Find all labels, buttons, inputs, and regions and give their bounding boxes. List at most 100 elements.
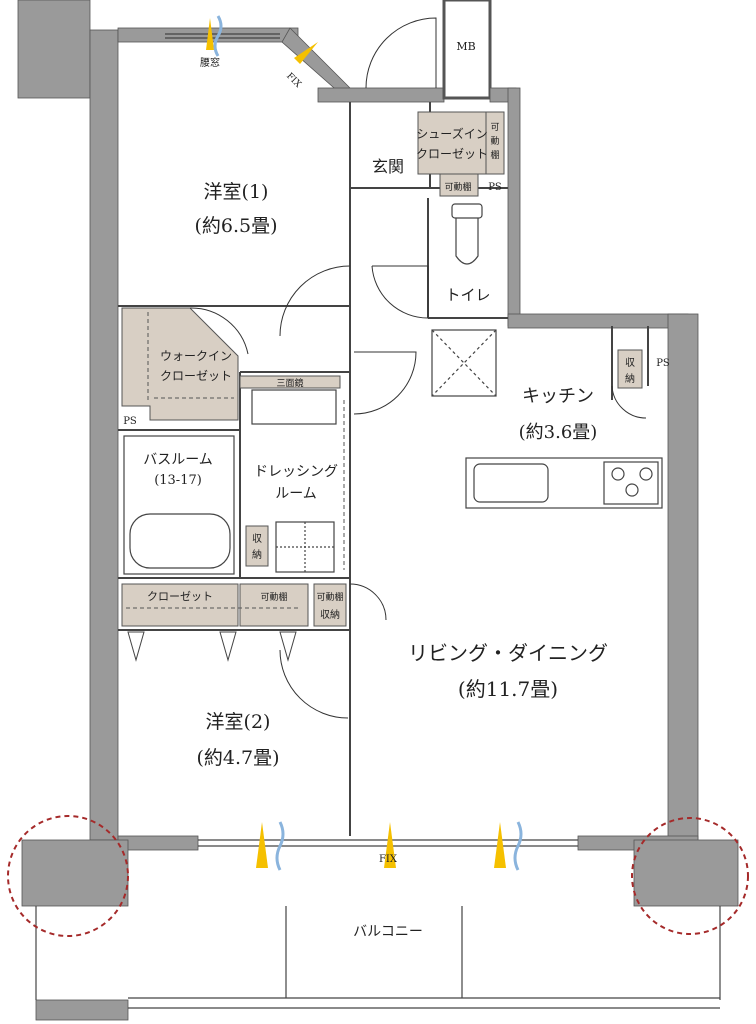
toilet-bowl — [455, 218, 479, 265]
storage-door — [349, 583, 387, 621]
room-kitchen-size: (約3.6畳) — [519, 422, 598, 443]
bathtub-icon — [129, 513, 231, 569]
light-icon-3 — [256, 822, 268, 868]
top-left-column — [17, 0, 91, 99]
storage-dressing — [245, 525, 269, 567]
shoes-closet-area — [417, 111, 487, 175]
fix-label-north: FIX — [284, 71, 303, 90]
sanmenkyo-label: 三面鏡 — [276, 377, 303, 389]
kitchen-counter — [465, 457, 663, 509]
kadou-v2-label: 動 — [490, 136, 499, 147]
bottom-wall-left — [117, 835, 199, 851]
storage-small-area — [313, 583, 347, 627]
room-western2-name: 洋室(2) — [206, 711, 271, 733]
bath-area — [123, 435, 235, 575]
shoes-label-line1: シューズイン — [416, 126, 487, 141]
shuno-label-dressing: 収納 — [320, 608, 340, 621]
kadoudana-label-2: 可動棚 — [316, 591, 343, 603]
room-western2-size: (約4.7畳) — [196, 747, 279, 769]
kadoudana-label-3: 可動棚 — [444, 181, 471, 193]
left-wall — [89, 29, 119, 841]
room-western1-name: 洋室(1) — [204, 181, 269, 203]
fix-label-south: FIX — [379, 854, 398, 865]
closet-area — [121, 583, 239, 627]
mb-label: MB — [456, 40, 475, 53]
mirror-cabinet — [239, 375, 341, 389]
kitchen-top-wall — [507, 313, 689, 329]
walkin-door — [189, 307, 249, 355]
wind-icon-1 — [213, 15, 223, 57]
storage-kitchen — [617, 349, 643, 389]
shuno-v1-kitchen: 収 — [625, 357, 635, 369]
room-entrance-name: 玄関 — [372, 157, 404, 176]
room1-door — [279, 265, 351, 337]
stove-burner-icon — [625, 483, 639, 497]
room-bath-name: バスルーム — [143, 452, 213, 468]
stove-burner-icon — [639, 467, 653, 481]
light-icon-1 — [206, 18, 214, 50]
right-wall-upper — [507, 87, 521, 327]
shoes-label-line2: クローゼット — [416, 147, 488, 161]
stove-area — [603, 461, 659, 505]
entrance-door — [365, 17, 437, 89]
closet-label: クローゼット — [147, 590, 213, 603]
top-wall-entrance — [317, 87, 445, 103]
room-dressing-line1: ドレッシング — [254, 464, 338, 480]
light-icon-2 — [294, 42, 318, 64]
shuno-v2-kitchen: 納 — [625, 372, 635, 385]
walls — [17, 0, 739, 1021]
highlight-circle-right — [631, 817, 749, 935]
walkin-closet-area — [121, 307, 239, 421]
koshimado-label: 腰窓 — [200, 56, 220, 69]
room-kitchen-name: キッチン — [522, 386, 594, 407]
column-highlights — [7, 815, 749, 937]
kitchen-sink-icon — [473, 463, 549, 503]
toilet-door — [371, 265, 429, 319]
balcony-base-left — [35, 999, 129, 1021]
ps-label-kitchen: PS — [656, 358, 670, 369]
kitchen-storage-door — [611, 385, 647, 419]
kadoudana-label-1: 可動棚 — [260, 591, 287, 603]
bottom-left-column — [21, 839, 129, 907]
light-icon-4 — [384, 822, 396, 868]
room-bath-size: (13-17) — [154, 473, 202, 488]
storage-cross-box — [431, 329, 497, 397]
mb-box — [442, 0, 492, 100]
right-wall — [667, 313, 699, 855]
toilet-tank — [451, 203, 483, 219]
labels: 洋室(1) (約6.5畳) 洋室(2) (約4.7畳) キッチン (約3.6畳)… — [123, 40, 670, 940]
shuno-v1-dressing: 収 — [252, 533, 262, 545]
kadou-v3-label: 棚 — [490, 149, 499, 161]
kadou-v1-label: 可 — [490, 122, 499, 133]
fixtures — [35, 203, 721, 1009]
room-balcony-name: バルコニー — [353, 924, 423, 940]
walkin-label-line1: ウォークイン — [160, 349, 232, 363]
movable-shelf-area — [239, 583, 309, 627]
shoes-shelf-area — [485, 111, 505, 175]
wind-icon-3 — [513, 821, 523, 871]
window-accents — [206, 15, 523, 871]
closet-hangers — [127, 631, 297, 662]
highlight-circle-left — [7, 815, 129, 937]
room-living-name: リビング・ダイニング — [408, 641, 608, 665]
room-dressing-line2: ルーム — [275, 486, 317, 502]
walkin-label-line2: クローゼット — [160, 369, 232, 383]
shoes-sub-shelf — [439, 173, 479, 197]
doors — [189, 17, 647, 719]
wind-icon-2 — [275, 821, 285, 871]
storage-areas — [121, 111, 643, 627]
light-icon-5 — [494, 822, 506, 868]
partitions — [118, 102, 649, 836]
stove-burner-icon — [611, 467, 625, 481]
ps-label-bath: PS — [123, 416, 137, 427]
room-toilet-name: トイレ — [445, 286, 490, 304]
bottom-right-column — [633, 839, 739, 907]
room2-door — [279, 649, 349, 719]
room-living-size: (約11.7畳) — [458, 677, 558, 701]
ps-label-entrance: PS — [488, 182, 502, 193]
vanity-unit — [251, 389, 337, 425]
room-western1-size: (約6.5畳) — [194, 215, 277, 237]
dressing-door — [353, 351, 417, 415]
storage-dashes — [126, 312, 345, 609]
